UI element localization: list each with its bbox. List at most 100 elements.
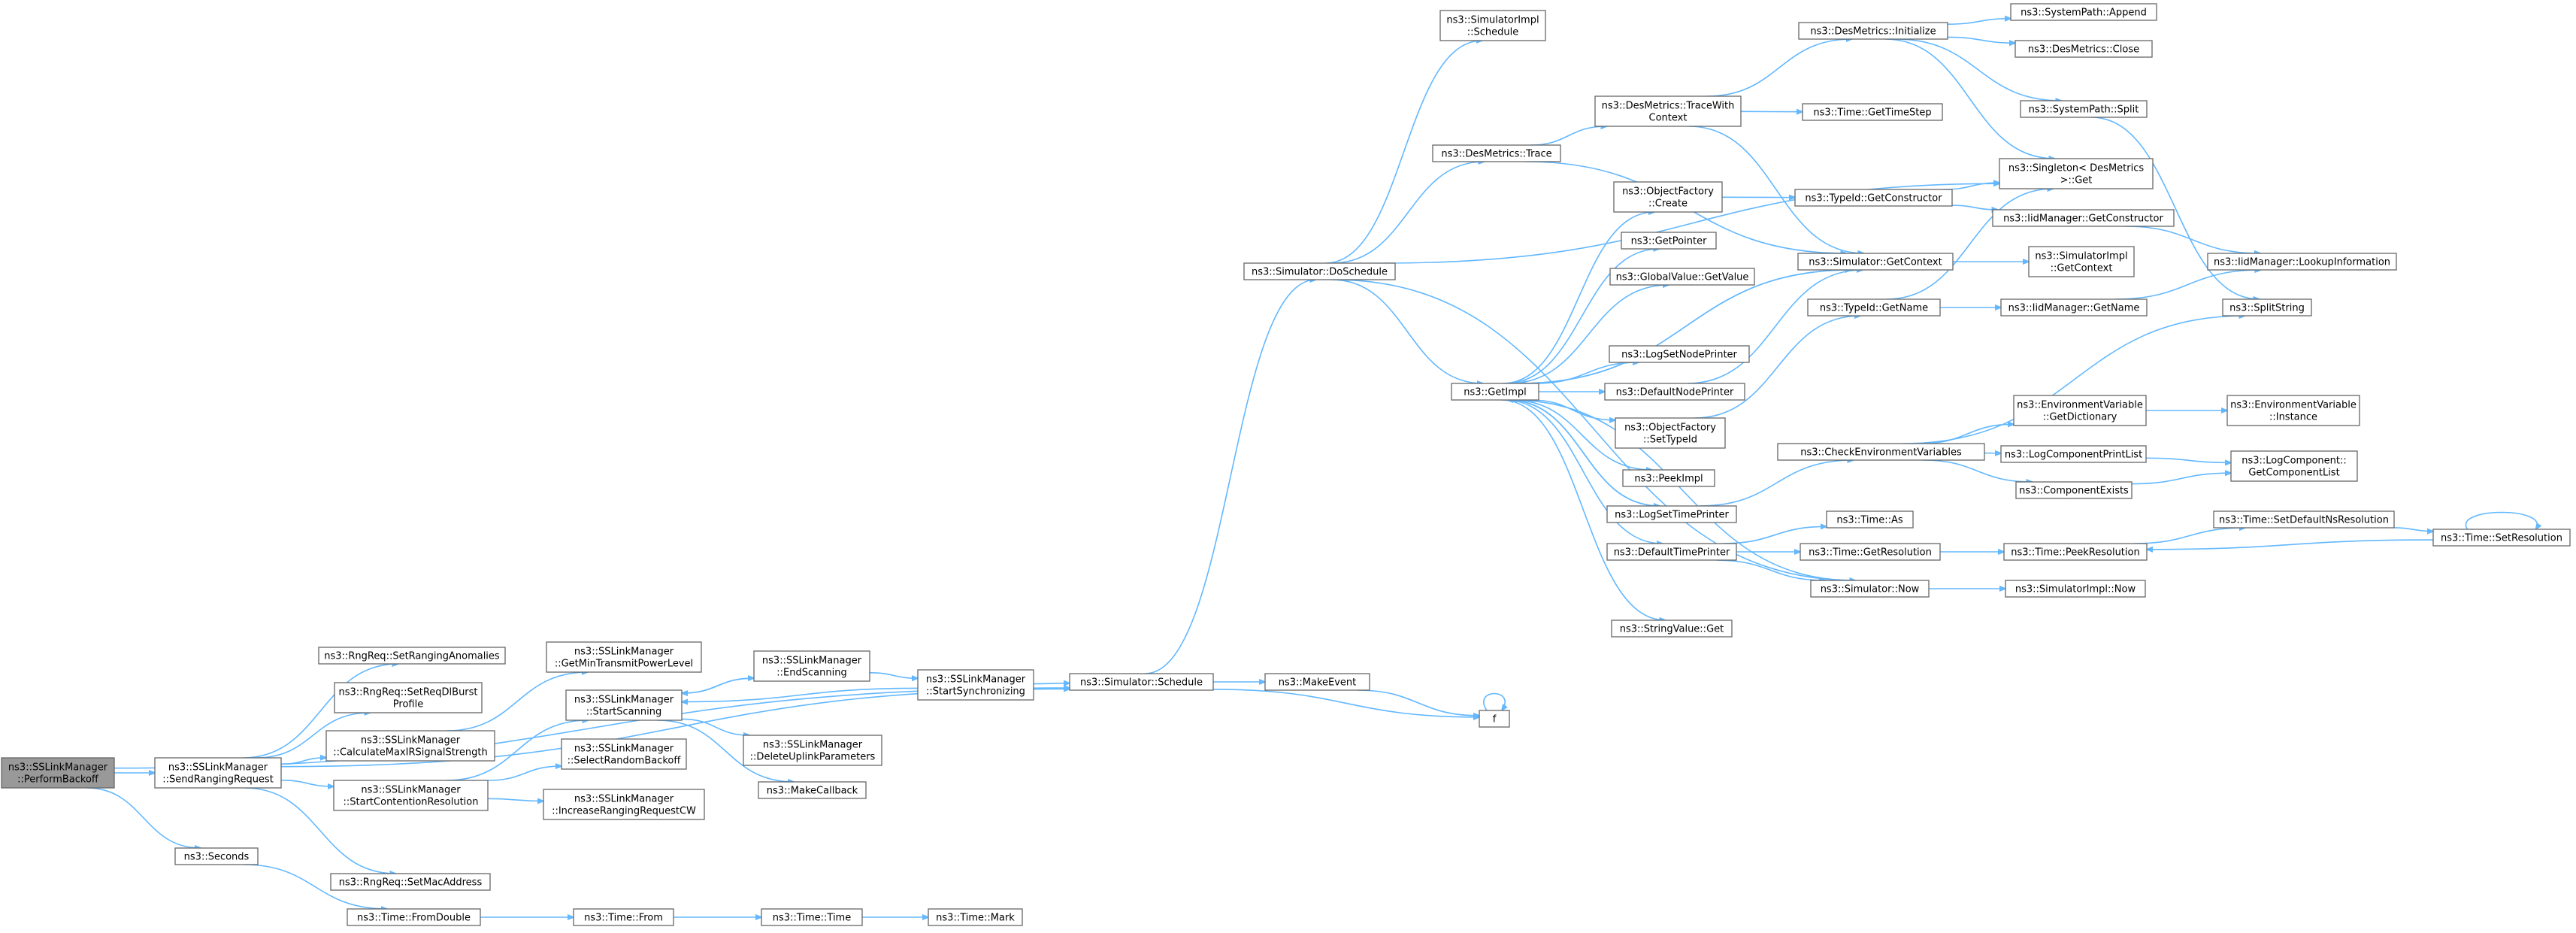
node-logCompList[interactable]: ns3::LogComponent::GetComponentList (2230, 450, 2358, 482)
node-fromDouble[interactable]: ns3::Time::FromDouble (347, 908, 481, 926)
node-doSched[interactable]: ns3::Simulator::DoSchedule (1243, 262, 1396, 280)
node-box[interactable] (2010, 3, 2157, 21)
node-getTimeStep[interactable]: ns3::Time::GetTimeStep (1802, 103, 1943, 121)
node-box[interactable] (1609, 268, 1755, 286)
node-box[interactable] (333, 780, 489, 811)
node-strValGet[interactable]: ns3::StringValue::Get (1611, 619, 1733, 638)
node-box[interactable] (1479, 710, 1510, 728)
node-checkEnv[interactable]: ns3::CheckEnvironmentVariables (1777, 443, 1985, 461)
node-box[interactable] (1777, 443, 1985, 461)
node-box[interactable] (1615, 417, 1726, 449)
node-box[interactable] (347, 908, 481, 926)
node-getImpl[interactable]: ns3::GetImpl (1451, 383, 1539, 401)
node-box[interactable] (1606, 543, 1737, 561)
node-box[interactable] (1797, 253, 1954, 271)
node-simImplGetCtx[interactable]: ns3::SimulatorImpl::GetContext (2028, 246, 2135, 277)
node-startScan[interactable]: ns3::SSLinkManager::StartScanning (565, 689, 683, 721)
node-logCompPrint[interactable]: ns3::LogComponentPrintList (2000, 445, 2147, 463)
node-seconds[interactable]: ns3::Seconds (174, 847, 259, 865)
node-box[interactable] (543, 789, 705, 820)
node-splitStr[interactable]: ns3::SplitString (2222, 298, 2312, 317)
node-box[interactable] (1604, 383, 1745, 401)
node-box[interactable] (2028, 246, 2135, 277)
node-simSched[interactable]: ns3::Simulator::Schedule (1069, 673, 1214, 691)
node-root[interactable]: ns3::SSLinkManager::PerformBackoff (1, 757, 115, 789)
node-calcMax[interactable]: ns3::SSLinkManager::CalculateMaxIRSignal… (325, 730, 495, 762)
node-box[interactable] (1264, 673, 1370, 691)
node-box[interactable] (1, 757, 115, 789)
node-endScan[interactable]: ns3::SSLinkManager::EndScanning (753, 650, 870, 682)
node-envDict[interactable]: ns3::EnvironmentVariable::GetDictionary (2013, 395, 2147, 426)
node-peekImpl[interactable]: ns3::PeekImpl (1622, 469, 1715, 487)
node-startCont[interactable]: ns3::SSLinkManager::StartContentionResol… (333, 780, 489, 811)
node-box[interactable] (334, 682, 483, 713)
node-box[interactable] (2207, 253, 2397, 271)
node-box[interactable] (2000, 445, 2147, 463)
node-box[interactable] (2213, 510, 2395, 529)
node-box[interactable] (1069, 673, 1214, 691)
node-box[interactable] (565, 689, 683, 721)
node-iidGetCtor[interactable]: ns3::IidManager::GetConstructor (1992, 209, 2175, 227)
node-desClose[interactable]: ns3::DesMetrics::Close (2014, 40, 2153, 58)
node-box[interactable] (1810, 580, 1930, 598)
node-box[interactable] (743, 735, 882, 766)
node-box[interactable] (917, 669, 1034, 701)
node-box[interactable] (1613, 181, 1723, 213)
node-box[interactable] (1611, 619, 1733, 638)
node-peekRes[interactable]: ns3::Time::PeekResolution (2003, 543, 2148, 561)
node-box[interactable] (1802, 103, 1943, 121)
node-getMinTx[interactable]: ns3::SSLinkManager::GetMinTransmitPowerL… (546, 641, 702, 673)
node-sysSplit[interactable]: ns3::SystemPath::Split (2020, 100, 2148, 118)
node-singleton[interactable]: ns3::Singleton< DesMetrics >::Get (1999, 158, 2154, 189)
node-envInst[interactable]: ns3::EnvironmentVariable::Instance (2226, 395, 2360, 426)
node-setRangAnom[interactable]: ns3::RngReq::SetRangingAnomalies (318, 647, 506, 665)
node-timeTime[interactable]: ns3::Time::Time (761, 908, 863, 926)
node-box[interactable] (573, 908, 674, 926)
node-lookupInfo[interactable]: ns3::IidManager::LookupInformation (2207, 253, 2397, 271)
node-box[interactable] (1992, 209, 2175, 227)
node-box[interactable] (1609, 345, 1750, 363)
node-timeMark[interactable]: ns3::Time::Mark (928, 908, 1023, 926)
node-setRes[interactable]: ns3::Time::SetResolution (2432, 529, 2571, 547)
node-makeEvent[interactable]: ns3::MakeEvent (1264, 673, 1370, 691)
node-box[interactable] (1999, 158, 2154, 189)
node-box[interactable] (318, 647, 506, 665)
node-box[interactable] (546, 641, 702, 673)
node-box[interactable] (2226, 395, 2360, 426)
node-box[interactable] (2432, 529, 2571, 547)
node-simNow[interactable]: ns3::Simulator::Now (1810, 580, 1930, 598)
node-compExists[interactable]: ns3::ComponentExists (2015, 481, 2133, 499)
node-getCtor[interactable]: ns3::TypeId::GetConstructor (1794, 189, 1953, 207)
node-logSetTime[interactable]: ns3::LogSetTimePrinter (1606, 505, 1737, 523)
node-getPointer[interactable]: ns3::GetPointer (1621, 232, 1717, 250)
node-box[interactable] (1798, 22, 1948, 40)
node-box[interactable] (1432, 144, 1561, 162)
node-setDefNs[interactable]: ns3::Time::SetDefaultNsResolution (2213, 510, 2395, 529)
node-box[interactable] (2013, 395, 2147, 426)
node-timeAs[interactable]: ns3::Time::As (1826, 510, 1914, 529)
node-box[interactable] (174, 847, 259, 865)
node-box[interactable] (1439, 10, 1546, 41)
node-box[interactable] (1243, 262, 1396, 280)
node-box[interactable] (2230, 450, 2358, 482)
node-box[interactable] (1800, 543, 1941, 561)
node-incRang[interactable]: ns3::SSLinkManager::IncreaseRangingReque… (543, 789, 705, 820)
node-selRand[interactable]: ns3::SSLinkManager::SelectRandomBackoff (561, 738, 687, 770)
node-startSync[interactable]: ns3::SSLinkManager::StartSynchronizing (917, 669, 1034, 701)
node-desInit[interactable]: ns3::DesMetrics::Initialize (1798, 22, 1948, 40)
node-box[interactable] (1594, 95, 1742, 127)
node-sysAppend[interactable]: ns3::SystemPath::Append (2010, 3, 2157, 21)
node-box[interactable] (2005, 580, 2146, 598)
node-simImplSched[interactable]: ns3::SimulatorImpl::Schedule (1439, 10, 1546, 41)
node-iidGetName[interactable]: ns3::IidManager::GetName (2000, 298, 2148, 317)
node-simGetCtx[interactable]: ns3::Simulator::GetContext (1797, 253, 1954, 271)
node-box[interactable] (1807, 298, 1941, 317)
node-setMac[interactable]: ns3::RngReq::SetMacAddress (330, 873, 491, 891)
node-box[interactable] (330, 873, 491, 891)
node-defNodePr[interactable]: ns3::DefaultNodePrinter (1604, 383, 1745, 401)
node-getRes[interactable]: ns3::Time::GetResolution (1800, 543, 1941, 561)
node-makeCb[interactable]: ns3::MakeCallback (758, 781, 867, 799)
node-box[interactable] (758, 781, 867, 799)
node-defTimePr[interactable]: ns3::DefaultTimePrinter (1606, 543, 1737, 561)
